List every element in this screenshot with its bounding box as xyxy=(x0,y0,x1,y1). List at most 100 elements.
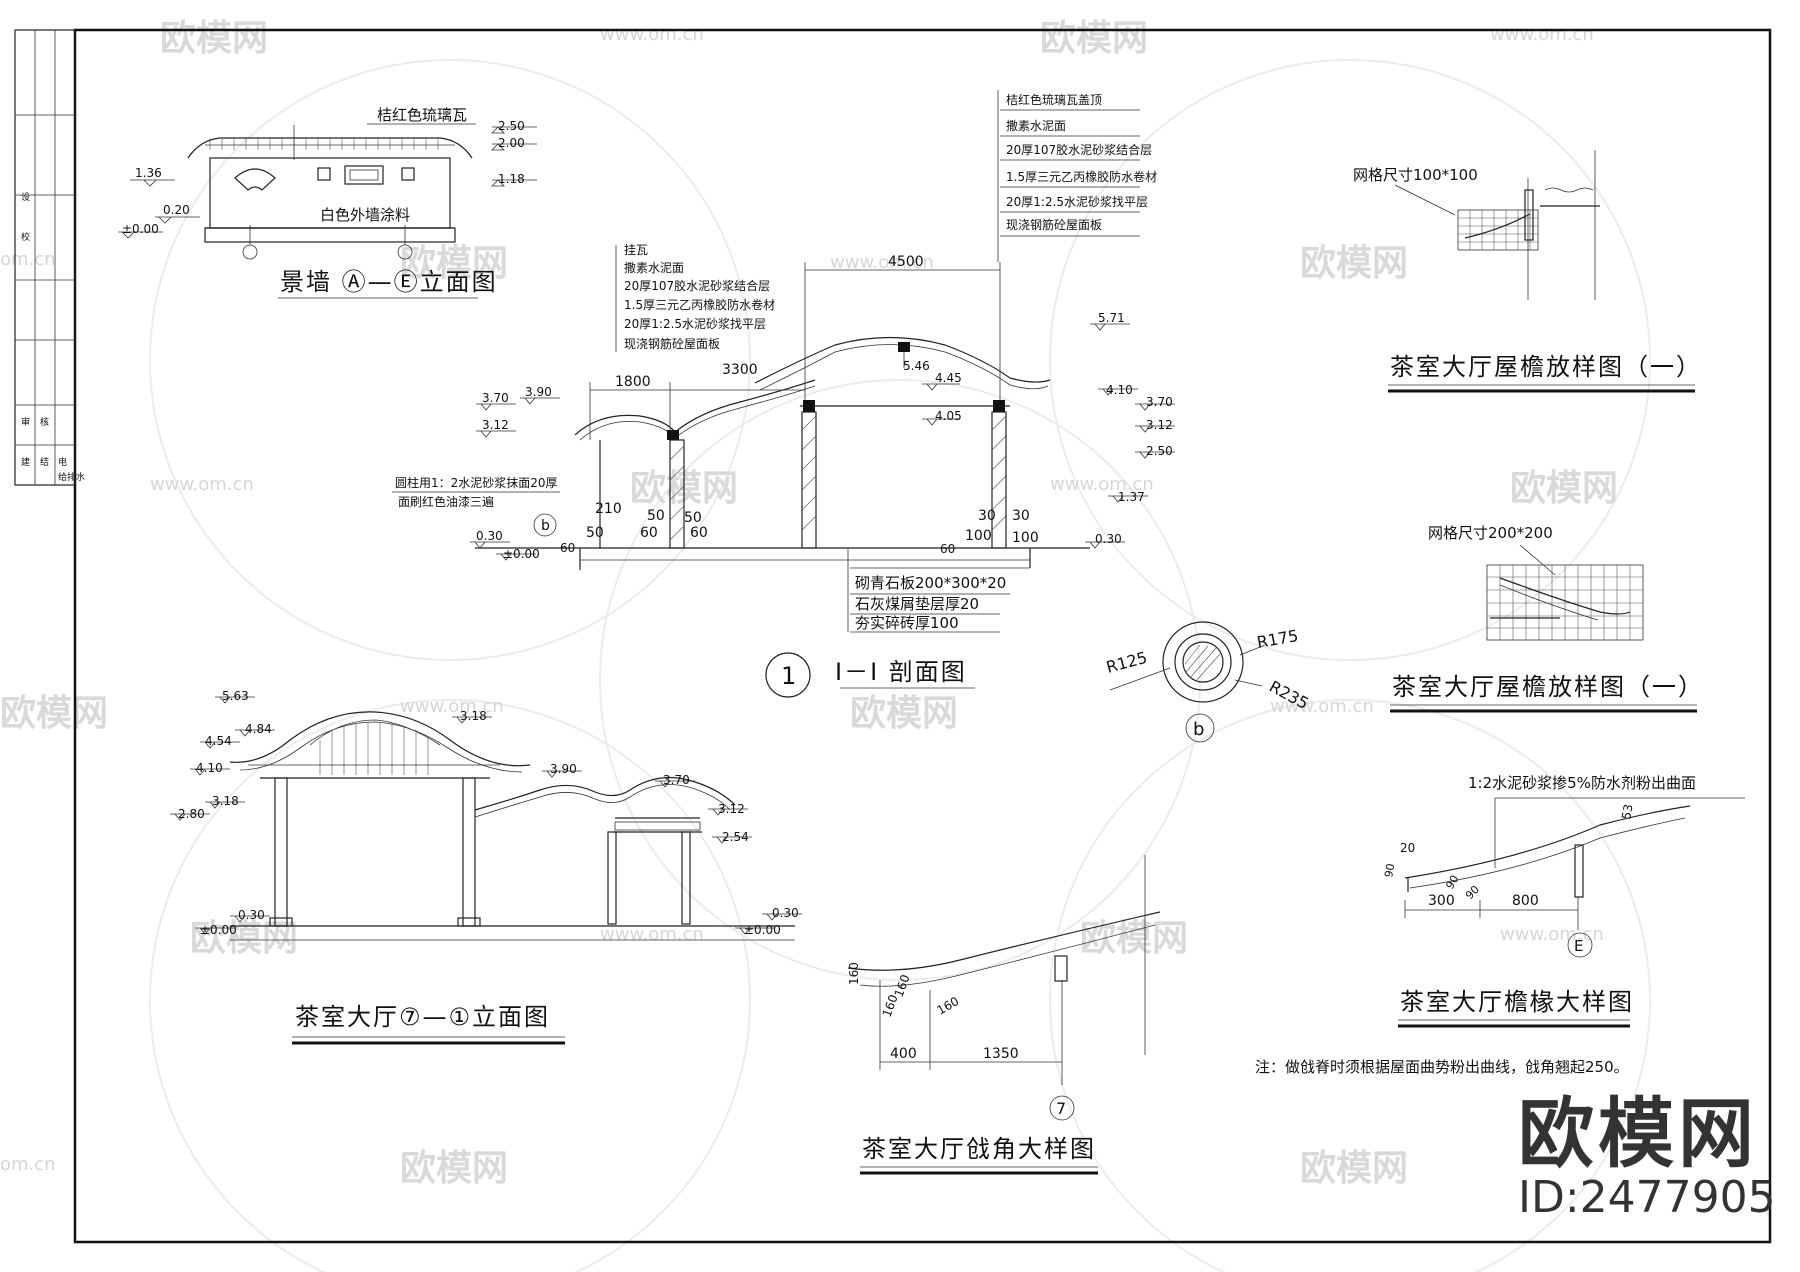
layer-label: 撒素水泥面 xyxy=(624,260,684,275)
dimension: 1800 xyxy=(615,374,651,390)
level-mark: 1.18 xyxy=(498,172,525,186)
watermark-site: www.om.cn xyxy=(600,924,704,945)
level-mark: ±0.00 xyxy=(122,222,159,236)
dimension: 90 xyxy=(1382,862,1397,878)
watermark-brand: 欧模网 xyxy=(1510,468,1618,509)
dimension: 60 xyxy=(560,541,575,555)
watermark-site: om.cn xyxy=(0,1154,56,1175)
rafter-title: 茶室大厅檐椽大样图 xyxy=(1400,988,1634,1016)
rafter-detail: 1:2水泥砂浆掺5%防水剂粉出曲面 300 800 20 53 90 90 90… xyxy=(1382,774,1745,1028)
level-mark: 3.18 xyxy=(212,794,239,808)
level-mark: 0.30 xyxy=(476,529,503,543)
dimension: 30 xyxy=(1012,508,1030,524)
floor-layer: 砌青石板200*300*20 xyxy=(855,574,1006,592)
tile-label: 桔红色琉璃瓦 xyxy=(377,106,467,124)
titleblock-cell: 建 xyxy=(21,456,30,468)
dimension: 100 xyxy=(965,528,992,544)
level-mark: 4.10 xyxy=(196,761,223,775)
layer-label: 20厚107胶水泥砂浆结合层 xyxy=(1006,142,1152,157)
level-mark: 0.30 xyxy=(772,906,799,920)
level-mark: 3.70 xyxy=(482,391,509,405)
eave-detail-2: 网格尺寸200*200 茶室大厅屋檐放样图（一） xyxy=(1390,524,1704,713)
dimension: 53 xyxy=(1619,803,1635,820)
level-mark: 3.18 xyxy=(460,709,487,723)
level-mark: 3.70 xyxy=(663,773,690,787)
watermark-brand: 欧模网 xyxy=(1300,243,1408,284)
level-mark: 0.20 xyxy=(163,203,190,217)
dimension: 90 xyxy=(1463,883,1482,902)
brand-id: ID:2477905 xyxy=(1518,1172,1776,1223)
level-mark: 1.37 xyxy=(1118,490,1145,504)
dimension: 3300 xyxy=(722,362,758,378)
level-mark: ±0.00 xyxy=(503,547,540,561)
radius-label: R175 xyxy=(1255,626,1299,652)
titleblock-cell: 结 xyxy=(40,456,49,468)
floor-layer: 石灰煤屑垫层厚20 xyxy=(855,595,979,613)
dimension: 30 xyxy=(978,508,996,524)
footnote: 注：做戗脊时须根据屋面曲势粉出曲线，戗角翘起250。 xyxy=(1255,1058,1629,1076)
watermark-brand: 欧模网 xyxy=(160,18,268,59)
layer-label: 现浇钢筋砼屋面板 xyxy=(1006,217,1102,232)
watermark-site: om.cn xyxy=(0,249,56,270)
dimension: 60 xyxy=(690,525,708,541)
section-callout: b xyxy=(541,518,550,534)
dimension: 400 xyxy=(890,1046,917,1062)
dimension: 1350 xyxy=(983,1046,1019,1062)
layer-label: 桔红色琉璃瓦盖顶 xyxy=(1006,92,1102,107)
titleblock-cell: 设 xyxy=(21,192,30,203)
wall-elevation: 桔红色琉璃瓦 白色外墙涂料 2.50 2.00 1.18 1.36 0.20 ±… xyxy=(118,106,537,299)
left-layer-list: 挂瓦 撒素水泥面 20厚107胶水泥砂浆结合层 1.5厚三元乙丙橡胶防水卷材 2… xyxy=(624,243,775,351)
section-drawing: 4500 1800 3300 210 50 60 60 50 50 60 30 … xyxy=(392,90,1175,698)
layer-label: 1.5厚三元乙丙橡胶防水卷材 xyxy=(624,297,775,312)
layer-label: 现浇钢筋砼屋面板 xyxy=(624,336,720,351)
level-mark: 3.12 xyxy=(1146,418,1173,432)
watermark-brand: 欧模网 xyxy=(400,1148,508,1189)
dimension: 50 xyxy=(684,510,702,526)
elevation-title: 茶室大厅⑦—①立面图 xyxy=(295,1003,550,1031)
dimension: 160 xyxy=(935,994,962,1018)
dimension: 210 xyxy=(595,501,622,517)
dimension: 100 xyxy=(1012,530,1039,546)
layer-label: 20厚107胶水泥砂浆结合层 xyxy=(624,278,770,293)
corner-detail: 400 1350 160 160 160 160 7 茶室大厅戗角大样图 xyxy=(847,855,1161,1175)
dimension: 160 xyxy=(847,962,861,985)
grid-size: 网格尺寸200*200 xyxy=(1428,524,1553,542)
watermark-brand: 欧模网 xyxy=(1300,1148,1408,1189)
axis-label: 7 xyxy=(1056,1099,1066,1118)
dimension: 60 xyxy=(940,542,955,556)
level-mark: 4.45 xyxy=(935,371,962,385)
dimension: 90 xyxy=(1443,873,1461,892)
watermark-site: www.om.cn xyxy=(830,252,934,273)
title-block: 建 结 电 给排水 审 核 校 设 xyxy=(14,29,85,486)
level-mark: 3.12 xyxy=(718,802,745,816)
eave1-title: 茶室大厅屋檐放样图（一） xyxy=(1390,353,1702,381)
section-number: 1 xyxy=(781,662,796,690)
watermark-site: www.om.cn xyxy=(150,474,254,495)
watermark-brand: 欧模网 xyxy=(400,243,508,284)
titleblock-cell: 电 xyxy=(58,456,67,468)
watermark-brand: 欧模网 xyxy=(1040,18,1148,59)
paint-label: 白色外墙涂料 xyxy=(320,206,410,224)
brand-logo: 欧模网 ID:2477905 xyxy=(1518,1089,1776,1223)
radius-label: R125 xyxy=(1104,648,1149,677)
level-mark: ±0.00 xyxy=(200,923,237,937)
level-mark: 2.54 xyxy=(722,830,749,844)
watermark-brand: 欧模网 xyxy=(1080,918,1188,959)
watermark-brand: 欧模网 xyxy=(190,918,298,959)
watermark-site: www.om.cn xyxy=(600,24,704,45)
detail-label: b xyxy=(1193,719,1204,740)
level-mark: 2.50 xyxy=(498,119,525,133)
dimension: 60 xyxy=(640,525,658,541)
level-mark: 3.90 xyxy=(550,762,577,776)
level-mark: 2.00 xyxy=(498,136,525,150)
level-mark: 2.80 xyxy=(178,807,205,821)
level-mark: ±0.00 xyxy=(744,923,781,937)
right-layer-list: 桔红色琉璃瓦盖顶 撒素水泥面 20厚107胶水泥砂浆结合层 1.5厚三元乙丙橡胶… xyxy=(1000,92,1157,237)
section-title: I－I 剖面图 xyxy=(835,658,967,686)
titleblock-cell: 校 xyxy=(21,231,30,243)
dimension: 300 xyxy=(1428,893,1455,909)
axis-label: E xyxy=(1574,937,1583,955)
corner-title: 茶室大厅戗角大样图 xyxy=(862,1135,1096,1163)
eave2-title: 茶室大厅屋檐放样图（一） xyxy=(1392,673,1704,701)
dimension: 160 xyxy=(892,973,913,999)
